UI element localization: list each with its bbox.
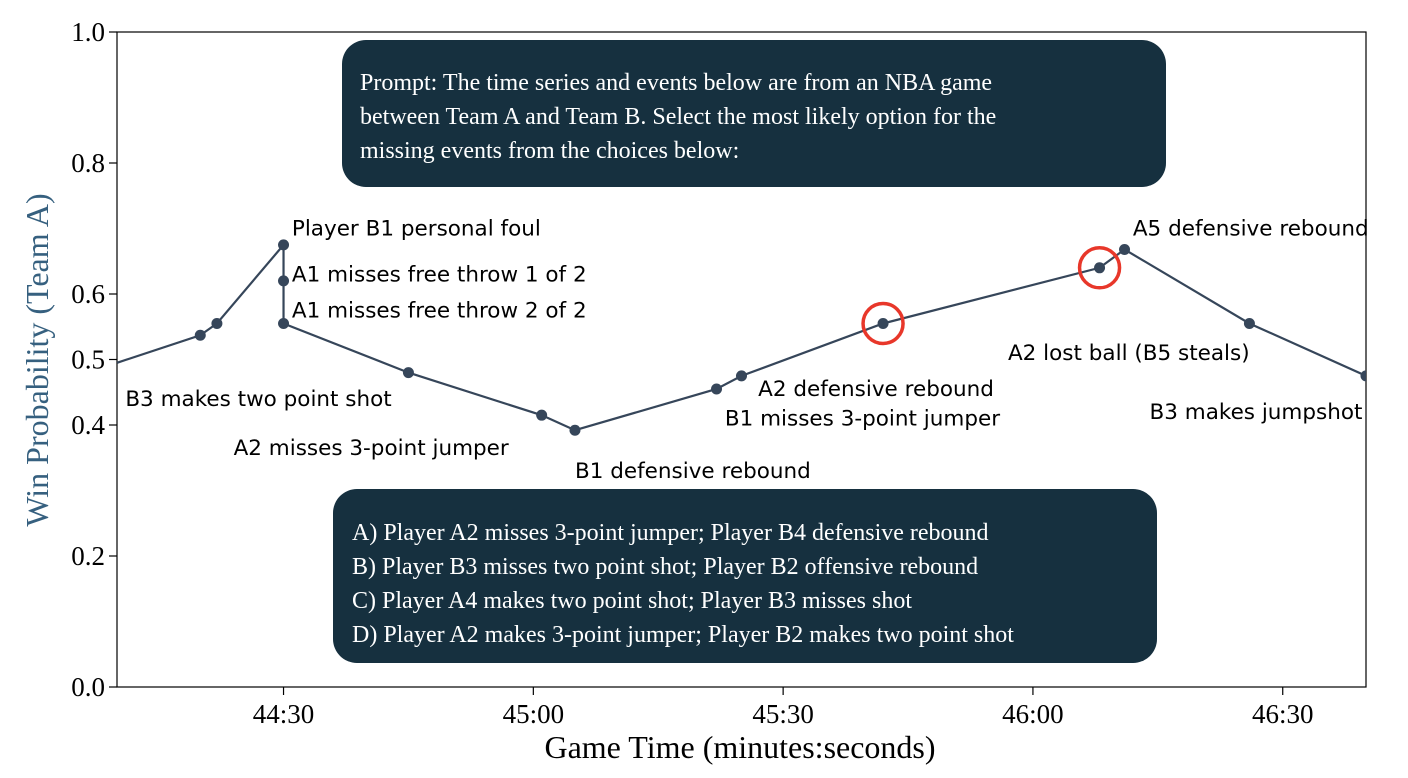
x-axis: 44:30 45:00 45:30 46:00 46:30 — [253, 687, 1314, 729]
y-tick-label: 0.0 — [71, 672, 105, 702]
data-point — [536, 409, 548, 421]
series-layer — [117, 239, 1366, 436]
data-point — [194, 329, 206, 341]
event-annotation: B1 misses 3-point jumper — [725, 406, 1000, 431]
answer-option: D) Player A2 makes 3-point jumper; Playe… — [352, 622, 1014, 648]
prompt-text-line: between Team A and Team B. Select the mo… — [360, 104, 996, 130]
y-axis: 0.0 0.2 0.4 0.5 0.6 0.8 1.0 — [71, 17, 117, 702]
data-point — [1119, 243, 1131, 255]
options-box: A) Player A2 misses 3-point jumper; Play… — [333, 489, 1157, 663]
prompt-box: Prompt: The time series and events below… — [342, 40, 1166, 187]
y-tick-label: 0.4 — [71, 410, 105, 440]
prompt-box-background — [342, 40, 1166, 187]
event-annotation: Player B1 personal foul — [292, 217, 541, 242]
prompt-text-line: missing events from the choices below: — [360, 138, 739, 164]
event-annotation: A2 misses 3-point jumper — [234, 436, 509, 461]
x-tick-label: 45:00 — [503, 699, 565, 729]
event-annotation: A1 misses free throw 2 of 2 — [292, 298, 587, 323]
y-axis-title: Win Probability (Team A) — [19, 193, 55, 526]
x-axis-title: Game Time (minutes:seconds) — [544, 729, 935, 765]
data-point — [1360, 370, 1366, 382]
missing-event-marker — [1077, 246, 1122, 290]
data-point — [877, 317, 889, 329]
event-annotation: B1 defensive rebound — [575, 459, 811, 484]
event-annotation: A1 misses free throw 1 of 2 — [292, 262, 587, 287]
answer-option: A) Player A2 misses 3-point jumper; Play… — [352, 520, 989, 546]
y-tick-label: 0.2 — [71, 541, 105, 571]
data-point — [278, 275, 290, 287]
annotation-layer: Player B1 personal foul A1 misses free th… — [125, 217, 1368, 484]
event-annotation: A2 lost ball (B5 steals) — [1008, 341, 1250, 366]
data-point — [1243, 317, 1255, 329]
answer-option: B) Player B3 misses two point shot; Play… — [352, 554, 978, 580]
data-point — [278, 317, 290, 329]
x-tick-label: 46:00 — [1002, 699, 1064, 729]
x-tick-label: 45:30 — [752, 699, 814, 729]
data-point — [569, 424, 581, 436]
x-tick-label: 46:30 — [1252, 699, 1314, 729]
x-tick-label: 44:30 — [253, 699, 315, 729]
y-tick-label: 0.5 — [71, 345, 105, 375]
y-tick-label: 1.0 — [71, 17, 105, 47]
event-annotation: B3 makes two point shot — [125, 387, 391, 412]
y-tick-label: 0.6 — [71, 279, 105, 309]
data-point — [278, 239, 290, 251]
missing-event-marker — [861, 301, 905, 346]
data-point — [711, 383, 723, 395]
event-annotation: B3 makes jumpshot — [1150, 400, 1363, 425]
data-point — [736, 370, 747, 382]
highlight-layer — [861, 246, 1122, 346]
data-point — [211, 317, 223, 329]
options-box-background — [333, 489, 1157, 663]
event-annotation: A2 defensive rebound — [758, 377, 994, 402]
data-point — [1094, 262, 1106, 274]
data-point — [402, 367, 414, 379]
answer-option: C) Player A4 makes two point shot; Playe… — [352, 588, 912, 614]
prompt-text-line: Prompt: The time series and events below… — [360, 70, 992, 96]
y-tick-label: 0.8 — [71, 148, 105, 178]
event-annotation: A5 defensive rebound — [1133, 217, 1369, 242]
